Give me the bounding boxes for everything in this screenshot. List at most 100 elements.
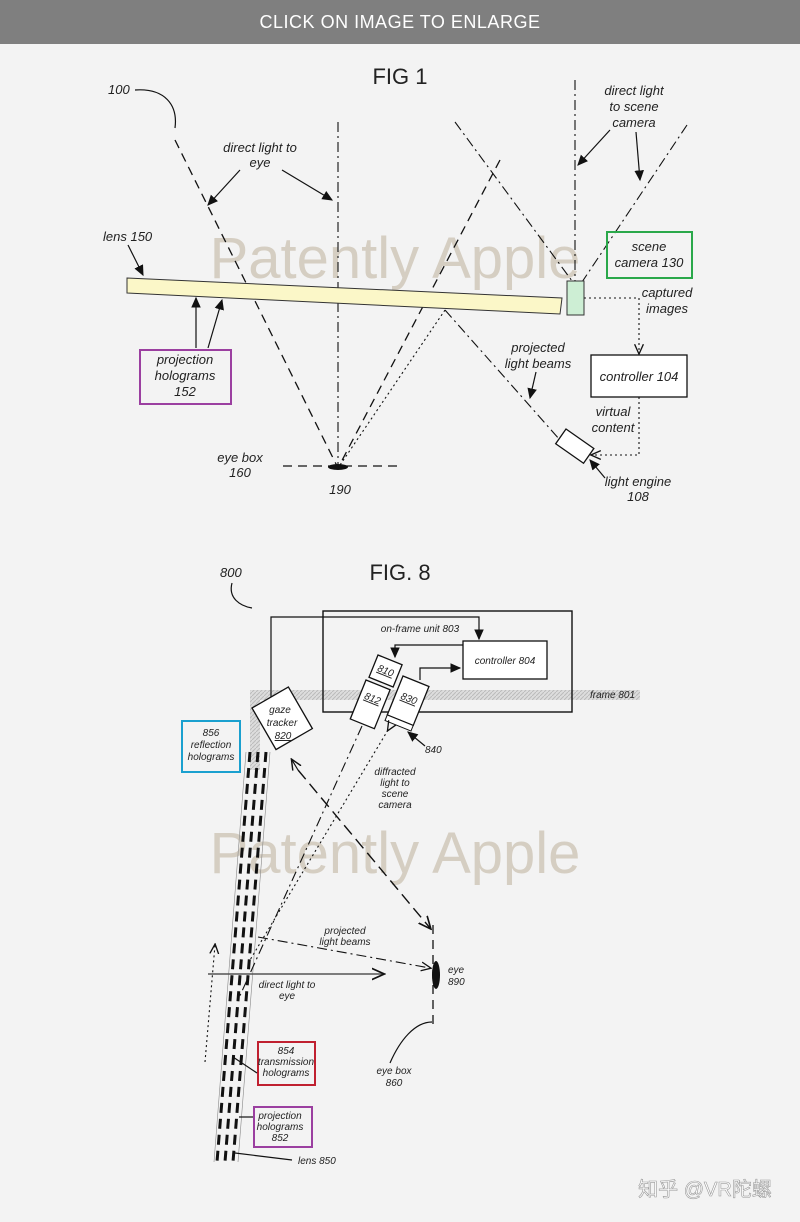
fig1-ref: 100 [108,82,130,97]
fig8-title: FIG. 8 [369,560,430,585]
eye-box-2: 860 [386,1078,403,1089]
light-engine-108 [554,428,595,465]
eye-2: 890 [448,977,465,988]
direct-light-eye-2: eye [250,155,271,170]
transmission-holograms-1: 854 [278,1046,295,1057]
lens-850-holograms [215,751,268,1163]
gaze-tracker-1: gaze [269,705,291,716]
eye-890 [432,961,440,989]
scene-camera-130 [566,280,585,316]
diffracted-3: scene [382,789,409,800]
projected-ray [257,936,430,968]
enlarge-banner[interactable]: CLICK ON IMAGE TO ENLARGE [0,0,800,44]
light-engine-2: 108 [627,489,649,504]
direct-light-eye-1: direct light to [259,980,316,991]
arrow [589,459,606,479]
block-830: 830 [384,675,430,732]
transmission-holograms-box [257,1041,316,1086]
direct-light-camera-1: direct light [604,83,665,98]
830-to-controller [419,663,462,680]
diffracted-1: diffracted [374,767,416,778]
projection-holograms-3: 852 [272,1133,289,1144]
virtual-content-2: content [592,420,636,435]
eye-1: eye [448,965,465,976]
fig1: FIG 1 100 Patently Apple lens 150 direct… [103,64,693,504]
frame-label: frame 801 [590,690,635,701]
direct-light-camera-3: camera [612,115,655,130]
transmission-holograms-3: holograms [263,1068,310,1079]
lens-150 [126,277,563,315]
direct-light-eye-2: eye [279,991,296,1002]
ray-left [174,139,339,469]
on-frame-unit-label: on-frame unit 803 [381,624,460,635]
diffracted-4: camera [378,800,412,811]
arrow [207,298,224,349]
direct-light-camera-2: to scene [609,99,658,114]
scene-camera-1: scene [632,239,667,254]
controller-to-810 [390,644,463,659]
fig8: FIG. 8 800 frame 801 on-frame unit 803 c… [181,560,640,1167]
controller-804-label: controller 804 [475,656,536,667]
ray-engine [444,309,561,441]
light-engine-1: light engine [605,474,672,489]
projection-holograms-box [253,1106,313,1148]
eye-box-2: 160 [229,465,251,480]
projection-holograms-2: holograms [257,1122,304,1133]
eye-box-1: eye box [376,1066,412,1077]
block-812: 812 [349,679,391,730]
projection-holograms-3: 152 [174,384,196,399]
projected-beams-2: light beams [319,937,370,948]
gaze-tracker-2: tracker [267,718,298,729]
projection-holograms-1: projection [156,352,213,367]
reflection-holograms-3: holograms [188,752,235,763]
watermark: Patently Apple [210,226,581,291]
arrow [281,169,334,201]
fig8-ref: 800 [220,565,242,580]
reflection-holograms-1: 856 [203,728,220,739]
lens-leader [234,1152,293,1161]
reflection-holograms-2: reflection [191,740,232,751]
controller-104-label: controller 104 [600,369,679,384]
ref-leader [230,582,253,609]
gaze-tracker-3: 820 [275,731,292,742]
direct-light-eye-1: direct light to [223,140,297,155]
gaze-ray-head [292,760,298,770]
block-810: 810 [368,654,403,688]
eye-box-1: eye box [217,450,263,465]
gaze-tracker-820 [251,686,314,751]
arrow [634,131,644,182]
transmission-holograms-2: transmission [258,1057,315,1068]
eye-box-leader [389,1021,433,1064]
controller-804 [462,640,548,680]
lens-850-label: lens 850 [298,1156,336,1167]
lens-850-edges [213,751,271,1163]
on-frame-unit-803 [322,610,573,713]
source-watermark: 知乎 @VR陀螺 [638,1178,772,1201]
captured-images-1: captured [642,285,693,300]
ray-camera-a [454,121,576,286]
projection-holograms-1: projection [257,1111,302,1122]
projected-beams-2: light beams [505,356,572,371]
virtual-content-1: virtual [596,404,632,419]
eye-point-label: 190 [329,482,351,497]
frame-801-side [250,690,260,770]
projected-beams-1: projected [323,926,366,937]
reflected-ray [204,945,215,1063]
enlarge-banner-text: CLICK ON IMAGE TO ENLARGE [259,11,541,32]
ref-840: 840 [425,745,442,756]
eye-point [328,464,348,470]
ray-right [337,159,501,469]
gaze-to-controller [270,616,484,698]
frame-801 [250,690,640,700]
gaze-ray [297,769,430,928]
arrow [407,731,426,747]
leader [232,1056,258,1074]
arrow [207,169,241,206]
projection-holograms-box [139,349,232,405]
projected-beams-1: projected [510,340,565,355]
fig1-title: FIG 1 [372,64,427,89]
arrow [577,129,611,166]
reflection-holograms-box [181,720,241,773]
projection-holograms-2: holograms [155,368,216,383]
